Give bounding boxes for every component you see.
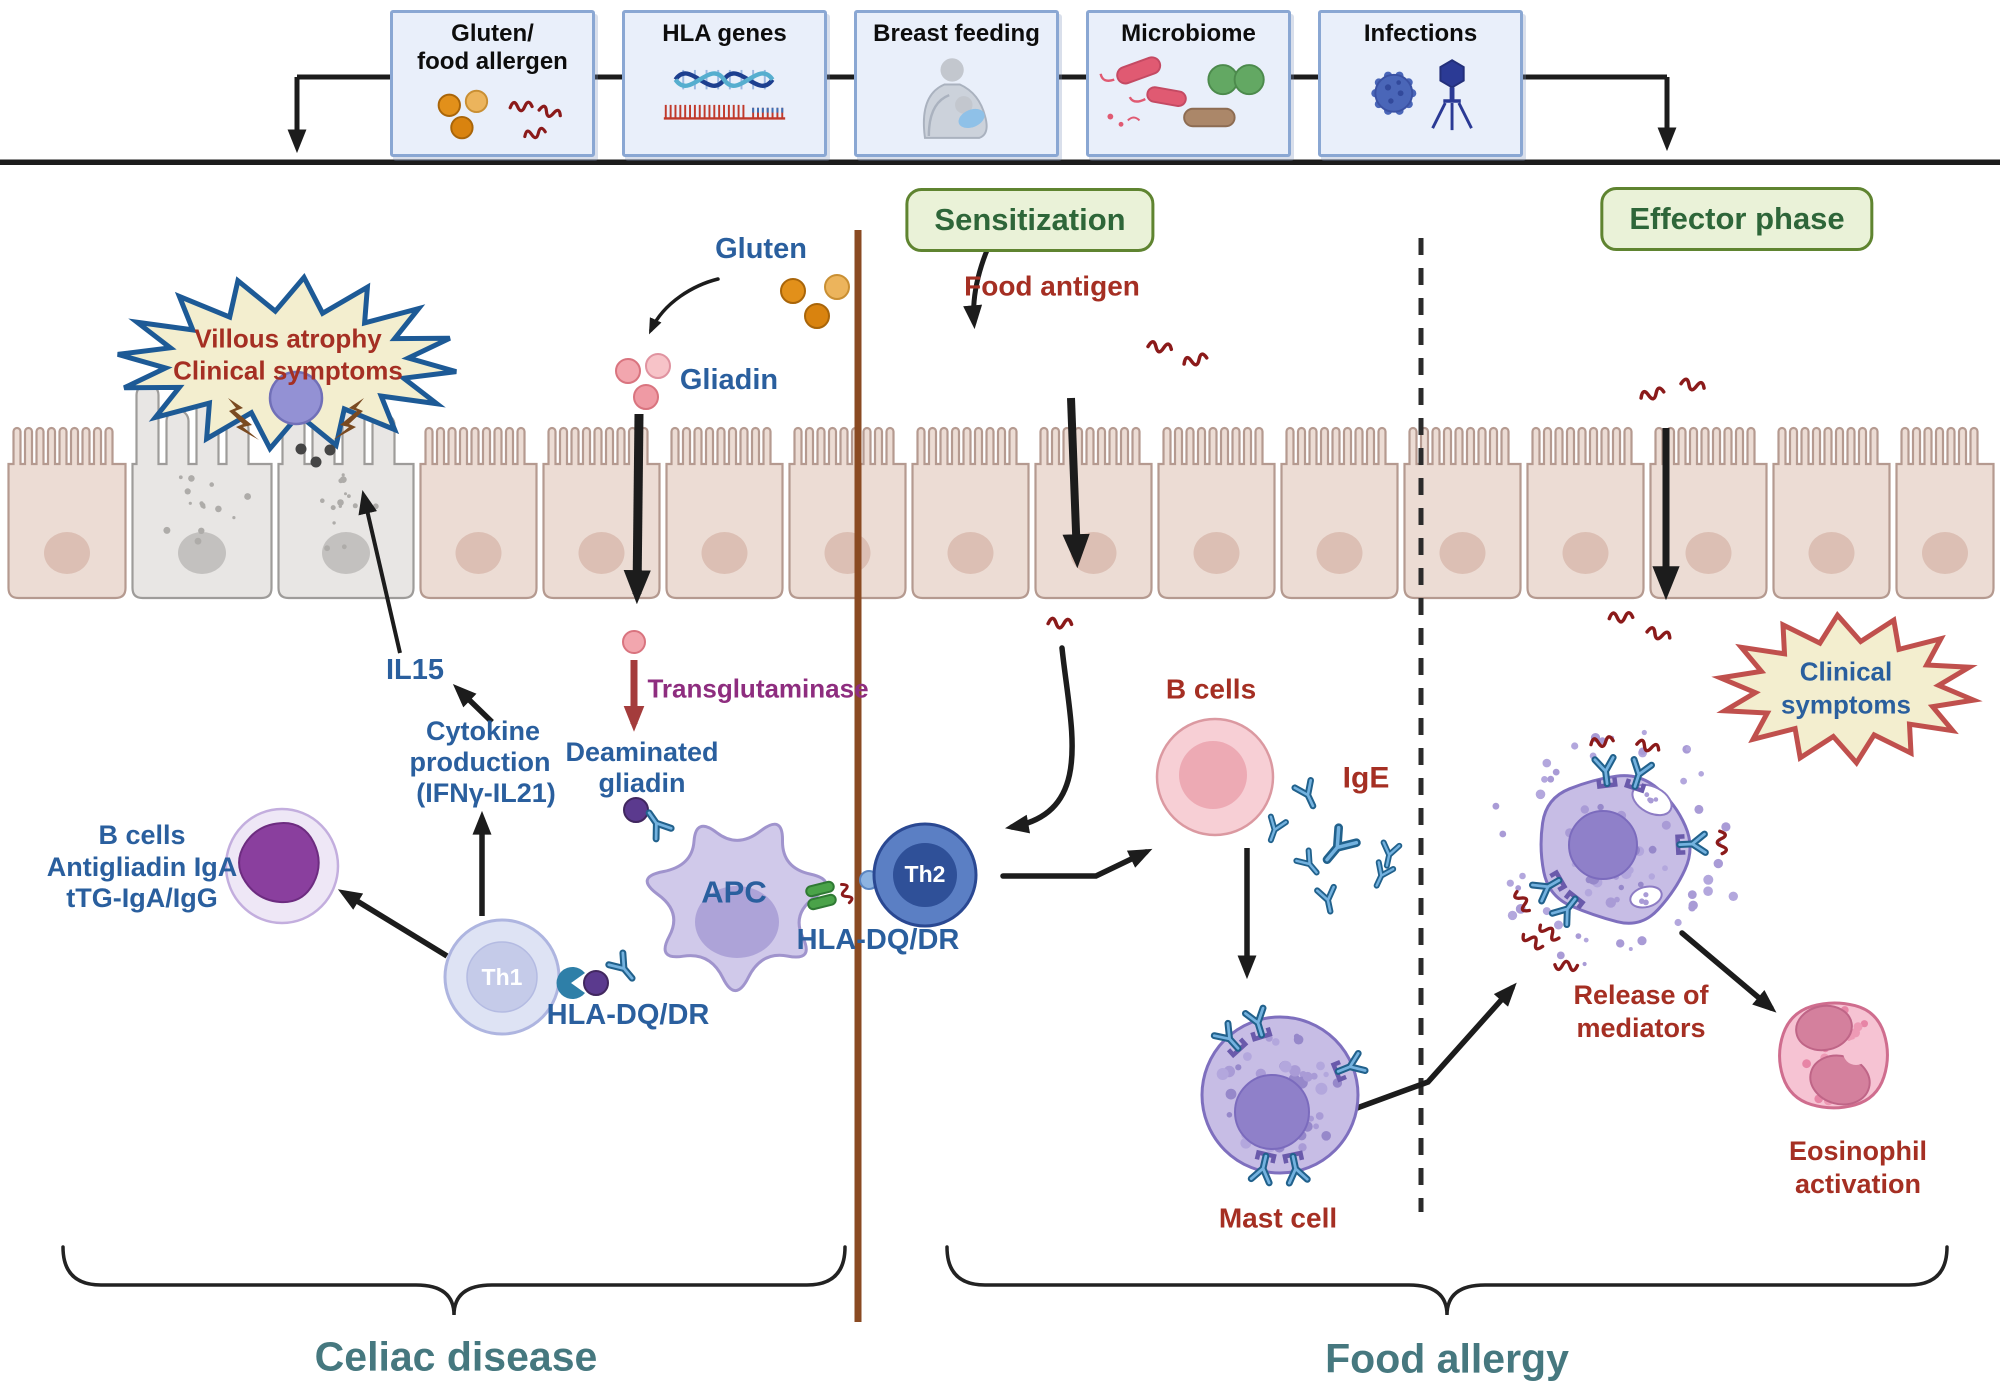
gliadin-label: Gliadin: [680, 365, 778, 395]
mast-cell-label: Mast cell: [1219, 1203, 1337, 1232]
release-mediators-label-line2: mediators: [1576, 1014, 1705, 1042]
effector-phase-pill: Effector phase: [1600, 187, 1873, 251]
clinical-symptoms-label-line1: Clinical: [1800, 658, 1892, 685]
apc-cell-label: APC: [701, 877, 766, 910]
risk-box-title: Microbiome: [1121, 20, 1256, 48]
cytokine-label-line3: (IFNγ-IL21): [416, 779, 556, 807]
risk-box-hla-genes: HLA genes: [622, 10, 827, 157]
risk-box-gluten-food-allergen: Gluten/food allergen: [390, 10, 595, 157]
risk-box-breast-feeding: Breast feeding: [854, 10, 1059, 157]
sensitization-pill: Sensitization: [905, 188, 1154, 252]
villous-atrophy-label-line1: Villous atrophy: [194, 325, 381, 352]
virus-phage-icon: [1321, 48, 1520, 154]
risk-box-infections: Infections: [1318, 10, 1523, 157]
clinical-symptoms-label-line2: symptoms: [1781, 691, 1911, 718]
b-cells-left-label-line1: B cells: [98, 821, 185, 849]
il15-label: IL15: [386, 655, 444, 685]
b-cells-left-label-line3: tTG-IgA/IgG: [66, 884, 217, 912]
breastfeeding-icon: [857, 48, 1056, 154]
deaminated-gliadin-label-line2: gliadin: [599, 769, 686, 797]
risk-box-title: Infections: [1364, 20, 1477, 48]
bacteria-icon: [1089, 48, 1288, 154]
dna-helix-icon: [625, 48, 824, 154]
deaminated-gliadin-label-line1: Deaminated: [565, 738, 718, 766]
eosinophil-activation-label-line1: Eosinophil: [1789, 1137, 1927, 1165]
risk-box-title: Breast feeding: [873, 20, 1040, 48]
risk-box-title: Gluten/food allergen: [417, 20, 568, 77]
b-cells-left-label-line2: Antigliadin IgA: [47, 853, 237, 881]
b-cells-right-label: B cells: [1166, 674, 1256, 703]
risk-box-microbiome: Microbiome: [1086, 10, 1291, 157]
bottom-braces: [63, 1247, 1947, 1315]
allergen-particles-icon: [393, 77, 592, 154]
gluten-label: Gluten: [715, 234, 807, 264]
celiac-disease-section-label: Celiac disease: [315, 1335, 598, 1378]
separator-line: [0, 160, 2000, 166]
cytokine-label-line2: production: [410, 748, 551, 776]
cytokine-label-line1: Cytokine: [426, 717, 540, 745]
hla-dq-dr-right-label: HLA-DQ/DR: [797, 925, 960, 955]
transglutaminase-label: Transglutaminase: [647, 675, 868, 702]
food-allergy-section-label: Food allergy: [1325, 1337, 1569, 1380]
food-antigen-label: Food antigen: [964, 271, 1140, 300]
villous-atrophy-label-line2: Clinical symptoms: [173, 357, 403, 384]
brown-divider: [855, 230, 862, 1322]
th1-cell-label: Th1: [482, 965, 523, 989]
eosinophil-activation-label-line2: activation: [1795, 1170, 1921, 1198]
release-mediators-label-line1: Release of: [1573, 981, 1708, 1009]
th2-cell-label: Th2: [905, 862, 946, 886]
risk-box-title: HLA genes: [662, 20, 786, 48]
hla-dq-dr-left-label: HLA-DQ/DR: [547, 1000, 710, 1030]
ige-label: IgE: [1343, 762, 1390, 794]
